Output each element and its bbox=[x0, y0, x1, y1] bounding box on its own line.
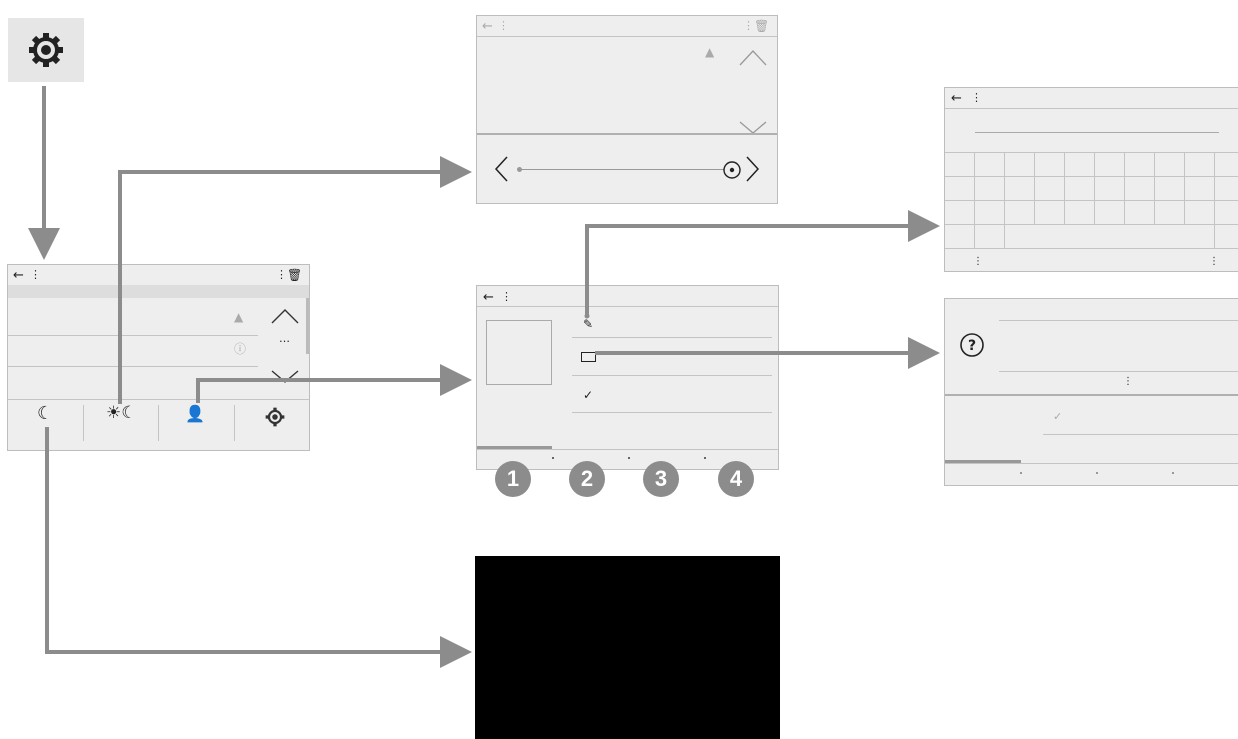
vertical-dots-icon[interactable]: ⋮ bbox=[973, 256, 983, 267]
page-indicator bbox=[945, 460, 1021, 463]
day-night-icon[interactable]: ☀☾ bbox=[106, 403, 137, 423]
warning-icon: ▲ bbox=[234, 310, 244, 324]
user-icon[interactable]: 👤 bbox=[185, 404, 205, 423]
info-icon: ⓘ bbox=[234, 342, 247, 356]
ellipsis-icon[interactable]: … bbox=[279, 332, 290, 345]
chevron-down-icon[interactable] bbox=[270, 369, 300, 383]
slider-thumb[interactable] bbox=[722, 160, 742, 180]
vertical-dots-icon[interactable]: ⋮ bbox=[276, 268, 287, 281]
vertical-dots-icon[interactable]: ⋮ bbox=[743, 19, 754, 32]
brightness-screen: ← ⋮ ⋮ 🗑 ▲ bbox=[476, 15, 778, 204]
page-dot bbox=[552, 457, 554, 459]
help-icon[interactable]: ? bbox=[959, 332, 985, 358]
avatar-placeholder[interactable] bbox=[486, 320, 552, 385]
callout-1: 1 bbox=[495, 461, 531, 497]
header-divider bbox=[8, 285, 309, 298]
gear-icon bbox=[29, 33, 63, 67]
chevron-up-icon[interactable] bbox=[270, 307, 300, 325]
chevron-left-icon[interactable] bbox=[493, 155, 509, 183]
arrow-sleep-to-displayoff bbox=[45, 427, 472, 668]
chevron-up-icon[interactable] bbox=[738, 47, 768, 67]
help-screen: ? ⋮ ✓ bbox=[944, 298, 1238, 486]
profile-screen: ← ⋮ ✎ ✓ bbox=[476, 285, 779, 470]
callout-2: 2 bbox=[569, 461, 605, 497]
check-icon[interactable]: ✓ bbox=[583, 388, 594, 402]
callout-4: 4 bbox=[718, 461, 754, 497]
vertical-dots-icon[interactable]: ⋮ bbox=[1209, 256, 1219, 267]
vertical-dots-icon[interactable]: ⋮ bbox=[1123, 376, 1133, 387]
slider-start bbox=[517, 167, 522, 172]
main-settings-screen: ← ⋮ ⋮ 🗑 ▲ ⓘ … ☾ ☀☾ 👤 bbox=[7, 264, 310, 451]
page-dot bbox=[1096, 472, 1098, 474]
rectangle-icon[interactable] bbox=[581, 352, 596, 362]
sleep-moon-icon[interactable]: ☾ bbox=[37, 403, 54, 424]
gear-icon[interactable] bbox=[264, 406, 286, 428]
scrollbar[interactable] bbox=[306, 298, 309, 354]
page-dot bbox=[1020, 472, 1022, 474]
trash-icon[interactable]: 🗑 bbox=[754, 19, 770, 33]
settings-tile[interactable] bbox=[8, 18, 84, 82]
back-arrow-icon[interactable]: ← bbox=[13, 268, 24, 283]
vertical-dots-icon[interactable]: ⋮ bbox=[30, 268, 41, 281]
page-dot bbox=[1172, 472, 1174, 474]
chevron-right-icon[interactable] bbox=[745, 155, 761, 183]
keyboard[interactable] bbox=[945, 153, 1238, 249]
page-indicator bbox=[477, 446, 552, 449]
back-arrow-icon[interactable]: ← bbox=[482, 19, 493, 34]
text-input-line[interactable] bbox=[975, 132, 1219, 133]
vertical-dots-icon[interactable]: ⋮ bbox=[501, 290, 512, 303]
trash-icon[interactable]: 🗑 bbox=[287, 268, 303, 282]
display-off-screen bbox=[475, 556, 780, 739]
vertical-dots-icon[interactable]: ⋮ bbox=[498, 19, 509, 32]
back-arrow-icon[interactable]: ← bbox=[483, 290, 494, 305]
slider-track[interactable] bbox=[519, 169, 724, 170]
warning-icon: ▲ bbox=[705, 45, 715, 59]
pencil-icon[interactable]: ✎ bbox=[583, 317, 594, 331]
svg-text:?: ? bbox=[968, 338, 976, 354]
vertical-dots-icon[interactable]: ⋮ bbox=[971, 91, 982, 104]
callout-3: 3 bbox=[643, 461, 679, 497]
chevron-down-icon[interactable] bbox=[738, 120, 768, 134]
page-dot bbox=[628, 457, 630, 459]
page-dot bbox=[704, 457, 706, 459]
keyboard-screen: ← ⋮ ⋮ ⋮ bbox=[944, 87, 1238, 272]
check-icon[interactable]: ✓ bbox=[1053, 410, 1063, 423]
back-arrow-icon[interactable]: ← bbox=[951, 91, 962, 106]
